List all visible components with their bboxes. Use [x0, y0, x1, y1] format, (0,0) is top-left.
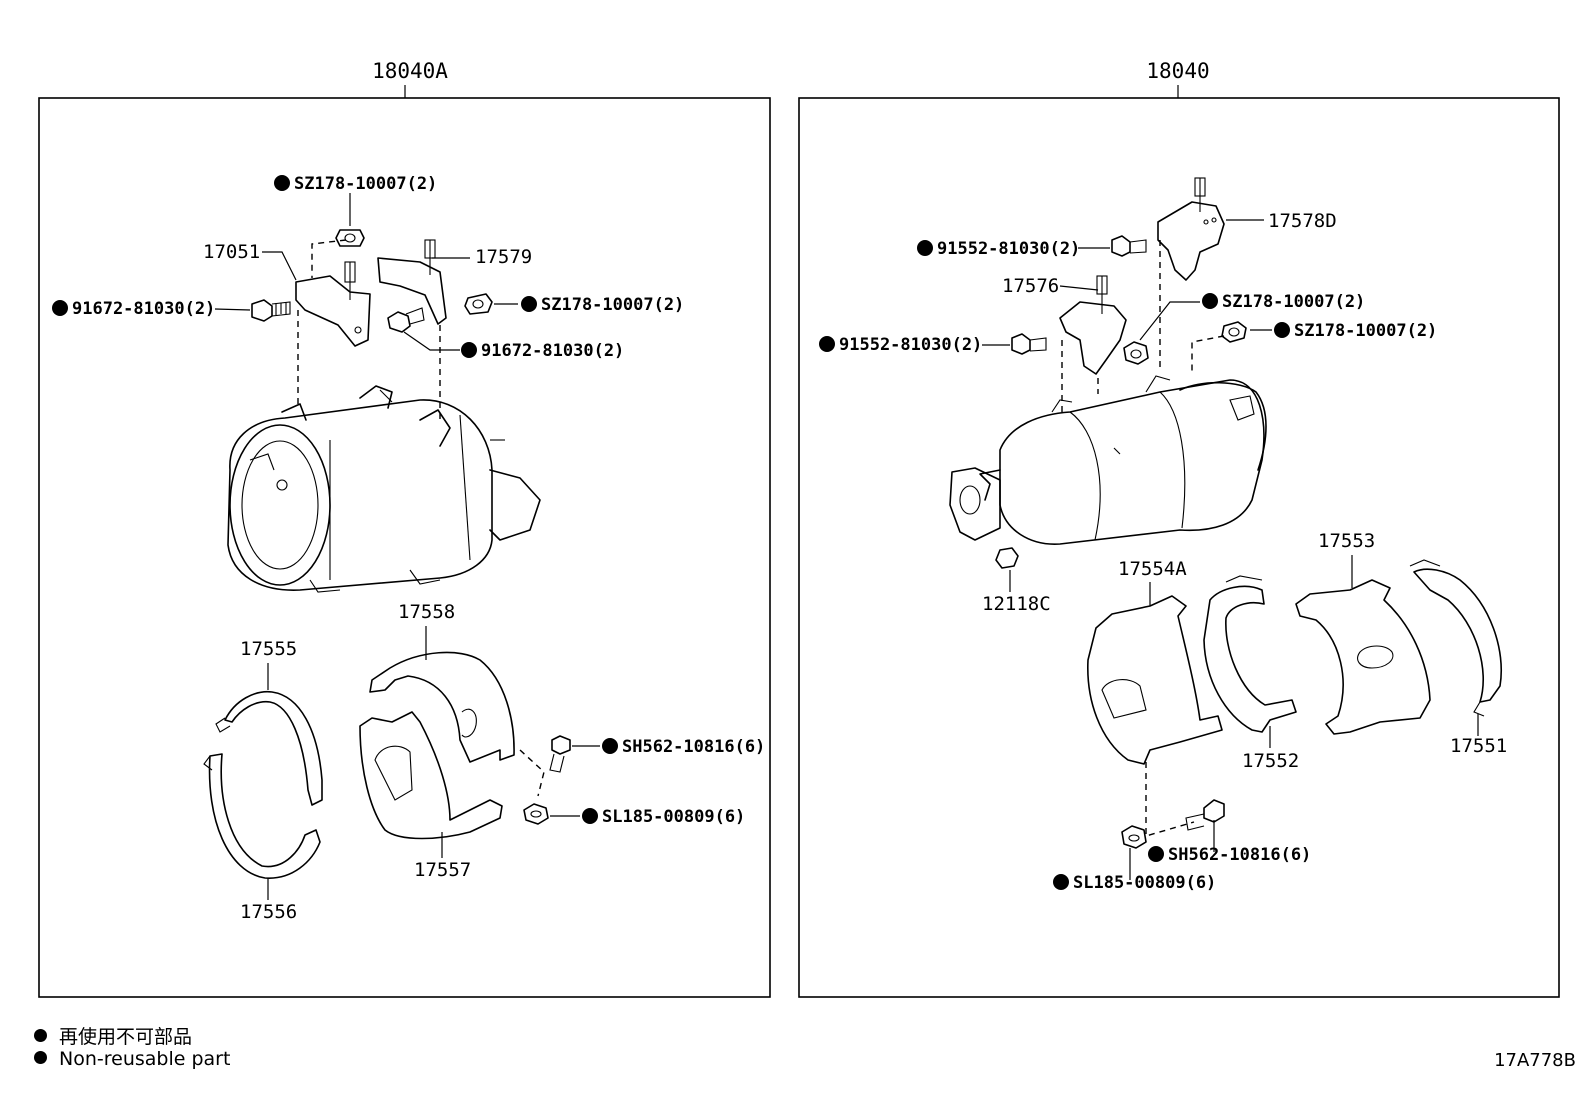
legend-japanese: 再使用不可部品	[34, 1022, 192, 1049]
shield-17554a	[1087, 595, 1223, 765]
part-number-label: SZ178-10007(2)	[1222, 292, 1365, 312]
bracket-17579	[377, 239, 447, 325]
nut-sz178-top	[335, 229, 365, 247]
bolt-91672-right	[387, 307, 425, 333]
nut-sz178-right	[464, 293, 493, 315]
nut-sz178-b	[1221, 321, 1247, 343]
shield-17552	[1203, 575, 1297, 733]
non-reusable-dot	[274, 175, 290, 191]
non-reusable-dot	[521, 296, 537, 312]
callout-91552-mid[interactable]: 91552-81030(2)	[819, 335, 982, 355]
assembly-frame-left	[38, 97, 771, 998]
nut-sl185-right	[1121, 825, 1147, 849]
bracket-17578d	[1157, 177, 1225, 281]
callout-sl185-right[interactable]: SL185-00809(6)	[1053, 873, 1216, 893]
non-reusable-dot	[602, 738, 618, 754]
part-label-17578d: 17578D	[1268, 210, 1337, 232]
part-number-label: SZ178-10007(2)	[541, 295, 684, 315]
legend-english: Non-reusable part	[34, 1048, 230, 1070]
assembly-frame-right	[798, 97, 1560, 998]
bracket-17051	[295, 261, 371, 347]
callout-91552-top[interactable]: 91552-81030(2)	[917, 239, 1080, 259]
nut-sz178-a	[1123, 341, 1149, 365]
part-label-12118c: 12118C	[982, 593, 1051, 615]
band-17555	[215, 691, 323, 806]
non-reusable-dot	[917, 240, 933, 256]
assembly-18040a: 18040A SZ178-10007(2) 17051 91672-81030(…	[38, 59, 771, 998]
bracket-17576	[1059, 275, 1127, 375]
converter-right	[949, 375, 1267, 545]
callout-sz178-right[interactable]: SZ178-10007(2)	[521, 295, 684, 315]
assembly-18040: 18040 17578D 91552-81030(2) 17576	[798, 59, 1560, 998]
part-number-label: SH562-10816(6)	[1168, 845, 1311, 865]
bolt-sh562-left	[549, 735, 571, 773]
non-reusable-dot	[52, 300, 68, 316]
part-number-label: 91552-81030(2)	[839, 335, 982, 355]
part-number-label: SH562-10816(6)	[622, 737, 765, 757]
shield-17557	[359, 711, 503, 840]
callout-sz178-b[interactable]: SZ178-10007(2)	[1274, 321, 1437, 341]
part-number-label: 91672-81030(2)	[481, 341, 624, 361]
non-reusable-dot	[819, 336, 835, 352]
part-label-17556: 17556	[240, 901, 297, 923]
bolt-91552-mid	[1011, 333, 1047, 355]
bolt-91552-top	[1111, 235, 1147, 257]
part-number-label: 91672-81030(2)	[72, 299, 215, 319]
callout-sz178-top[interactable]: SZ178-10007(2)	[274, 174, 437, 194]
part-label-17576: 17576	[1002, 275, 1059, 297]
non-reusable-dot	[582, 808, 598, 824]
plug-12118c	[995, 547, 1019, 569]
legend-english-text: Non-reusable part	[59, 1048, 231, 1070]
part-label-17557: 17557	[414, 859, 471, 881]
non-reusable-dot	[461, 342, 477, 358]
part-label-17558: 17558	[398, 601, 455, 623]
part-label-17554a: 17554A	[1118, 558, 1187, 580]
assembly-label-18040: 18040	[1146, 59, 1209, 83]
nut-sl185-left	[523, 803, 549, 825]
part-label-17579: 17579	[475, 246, 532, 268]
legend-japanese-text: 再使用不可部品	[59, 1026, 193, 1048]
non-reusable-dot	[34, 1051, 47, 1064]
part-label-17551: 17551	[1450, 735, 1507, 757]
bolt-sh562-right	[1185, 799, 1225, 831]
part-number-label: SZ178-10007(2)	[294, 174, 437, 194]
shield-17558	[369, 651, 515, 763]
non-reusable-dot	[1202, 293, 1218, 309]
non-reusable-dot	[34, 1029, 47, 1042]
callout-sz178-a[interactable]: SZ178-10007(2)	[1202, 292, 1365, 312]
part-label-17051: 17051	[203, 241, 260, 263]
part-label-17552: 17552	[1242, 750, 1299, 772]
part-number-label: 91552-81030(2)	[937, 239, 1080, 259]
non-reusable-dot	[1274, 322, 1290, 338]
non-reusable-dot	[1053, 874, 1069, 890]
part-number-label: SL185-00809(6)	[1073, 873, 1216, 893]
callout-91672-right[interactable]: 91672-81030(2)	[461, 341, 624, 361]
part-label-17555: 17555	[240, 638, 297, 660]
callout-sh562-right[interactable]: SH562-10816(6)	[1148, 845, 1311, 865]
part-number-label: SL185-00809(6)	[602, 807, 745, 827]
converter-left	[227, 385, 541, 593]
non-reusable-dot	[1148, 846, 1164, 862]
part-label-17553: 17553	[1318, 530, 1375, 552]
callout-91672-left[interactable]: 91672-81030(2)	[52, 299, 215, 319]
part-number-label: SZ178-10007(2)	[1294, 321, 1437, 341]
callout-sh562-left[interactable]: SH562-10816(6)	[602, 737, 765, 757]
callout-sl185-left[interactable]: SL185-00809(6)	[582, 807, 745, 827]
band-17556	[203, 753, 321, 879]
shield-17551	[1409, 559, 1503, 717]
bolt-91672-left	[251, 299, 291, 322]
diagram-code: 17A778B	[1494, 1050, 1576, 1071]
shield-17553	[1295, 579, 1431, 735]
assembly-label-18040a: 18040A	[372, 59, 448, 83]
